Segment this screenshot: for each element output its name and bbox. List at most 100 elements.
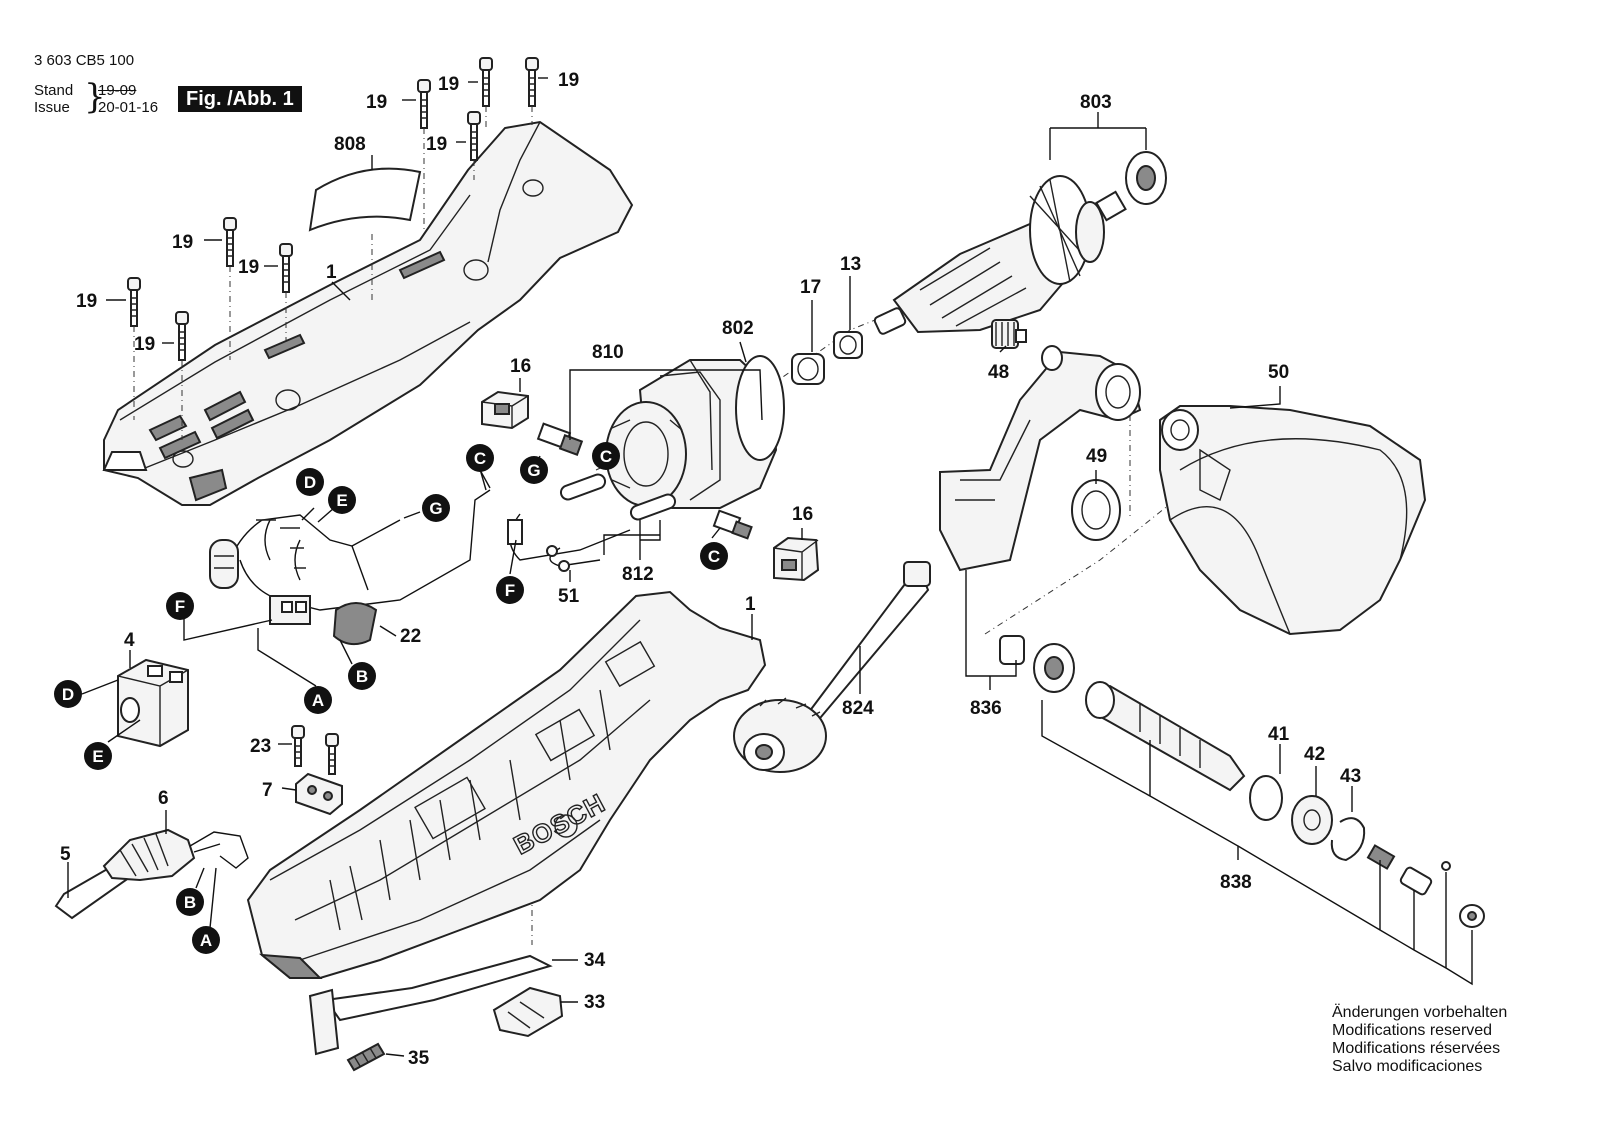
ref-marker-c: C	[700, 542, 728, 570]
spindle	[1085, 681, 1246, 792]
retaining-rings	[1249, 775, 1366, 862]
svg-text:A: A	[312, 691, 324, 710]
callout-19: 19	[426, 134, 447, 155]
spindle-lock-parts	[1366, 844, 1485, 928]
ref-marker-a: A	[192, 926, 220, 954]
ref-marker-e: E	[84, 742, 112, 770]
callout-824: 824	[842, 698, 874, 719]
document-header: 3 603 CB5 100	[34, 52, 134, 70]
stand-label: Stand	[34, 82, 74, 99]
callout-19: 19	[558, 70, 579, 91]
callout-5: 5	[60, 844, 71, 865]
armature	[873, 151, 1167, 335]
callout-16: 16	[792, 504, 813, 525]
ref-marker-b: B	[176, 888, 204, 916]
issue-value: 20-01-16	[98, 99, 159, 116]
note-fr: Modifications réservées	[1332, 1040, 1501, 1057]
switch-wiring	[209, 489, 631, 646]
svg-text:G: G	[429, 499, 442, 518]
washer	[1071, 479, 1121, 541]
note-de: Änderungen vorbehalten	[1332, 1004, 1508, 1021]
callout-13: 13	[840, 254, 861, 275]
ref-marker-g: G	[422, 494, 450, 522]
svg-text:C: C	[600, 447, 612, 466]
callout-19: 19	[438, 74, 459, 95]
callout-35: 35	[408, 1048, 430, 1069]
switch-slider	[308, 954, 564, 1072]
armature-bearings	[791, 331, 863, 385]
callout-33: 33	[584, 992, 605, 1013]
ref-marker-c: C	[592, 442, 620, 470]
note-en: Modifications reserved	[1332, 1022, 1493, 1039]
svg-text:G: G	[527, 461, 540, 480]
callout-812: 812	[622, 564, 654, 585]
callout-48: 48	[988, 362, 1009, 383]
pinion-gear	[991, 319, 1027, 349]
callout-41: 41	[1268, 724, 1290, 745]
svg-text:E: E	[336, 491, 347, 510]
guard	[1159, 405, 1427, 636]
power-cord	[54, 828, 249, 920]
callout-19: 19	[366, 92, 387, 113]
ref-marker-f: F	[496, 576, 524, 604]
callout-43: 43	[1340, 766, 1361, 787]
svg-text:D: D	[62, 685, 74, 704]
callout-49: 49	[1086, 446, 1107, 467]
document-number: 3 603 CB5 100	[34, 52, 135, 69]
ref-marker-c: C	[466, 444, 494, 472]
stator-assembly	[559, 355, 785, 521]
brushes-and-caps	[481, 390, 820, 582]
callout-803: 803	[1080, 92, 1112, 113]
svg-text:A: A	[200, 931, 212, 950]
stand-value: 19-09	[98, 82, 137, 99]
figure-label: Fig. /Abb. 1	[178, 86, 302, 112]
callout-22: 22	[400, 626, 421, 647]
svg-text:C: C	[708, 547, 720, 566]
ref-marker-g: G	[520, 456, 548, 484]
callout-7: 7	[262, 780, 273, 801]
callout-19: 19	[172, 232, 193, 253]
upper-housing	[102, 120, 634, 506]
callout-810: 810	[592, 342, 624, 363]
svg-text:D: D	[304, 473, 316, 492]
callout-42: 42	[1304, 744, 1325, 765]
ref-marker-a: A	[304, 686, 332, 714]
spindle-bearing	[999, 635, 1075, 693]
svg-text:F: F	[505, 581, 515, 600]
ref-marker-d: D	[296, 468, 324, 496]
note-es: Salvo modificaciones	[1332, 1058, 1483, 1075]
label-sheet	[308, 167, 422, 232]
callout-17: 17	[800, 277, 821, 298]
issue-label: Issue	[34, 99, 70, 116]
gear-head-arm	[939, 345, 1142, 572]
svg-text:C: C	[474, 449, 486, 468]
cord-clamp	[295, 772, 343, 816]
wiring-reference-markers: D E G C G C C F F B A D E B A	[54, 442, 728, 954]
ref-marker-b: B	[348, 662, 376, 690]
callout-23: 23	[250, 736, 271, 757]
switch	[117, 658, 189, 748]
callout-838: 838	[1220, 872, 1252, 893]
svg-text:F: F	[175, 597, 185, 616]
ref-marker-f: F	[166, 592, 194, 620]
svg-text:B: B	[184, 893, 196, 912]
callout-19: 19	[76, 291, 97, 312]
callout-6: 6	[158, 788, 169, 809]
callout-19: 19	[134, 334, 155, 355]
modification-notice: Änderungen vorbehalten Modifications res…	[1332, 1004, 1507, 1076]
lower-housing: BOSCH	[246, 590, 767, 979]
callout-16: 16	[510, 356, 531, 377]
callout-labels: 19 19 19 19 19 19 19 19 808 1 803 17 13 …	[60, 70, 1361, 1069]
flexible-shaft	[733, 561, 931, 773]
callout-34: 34	[584, 950, 606, 971]
ref-marker-d: D	[54, 680, 82, 708]
brace-icon: }	[84, 77, 106, 117]
svg-text:B: B	[356, 667, 368, 686]
screw-group	[127, 57, 539, 775]
ref-marker-e: E	[328, 486, 356, 514]
callout-51: 51	[558, 586, 580, 607]
callout-4: 4	[124, 630, 135, 651]
callout-19: 19	[238, 257, 259, 278]
callout-808: 808	[334, 134, 366, 155]
